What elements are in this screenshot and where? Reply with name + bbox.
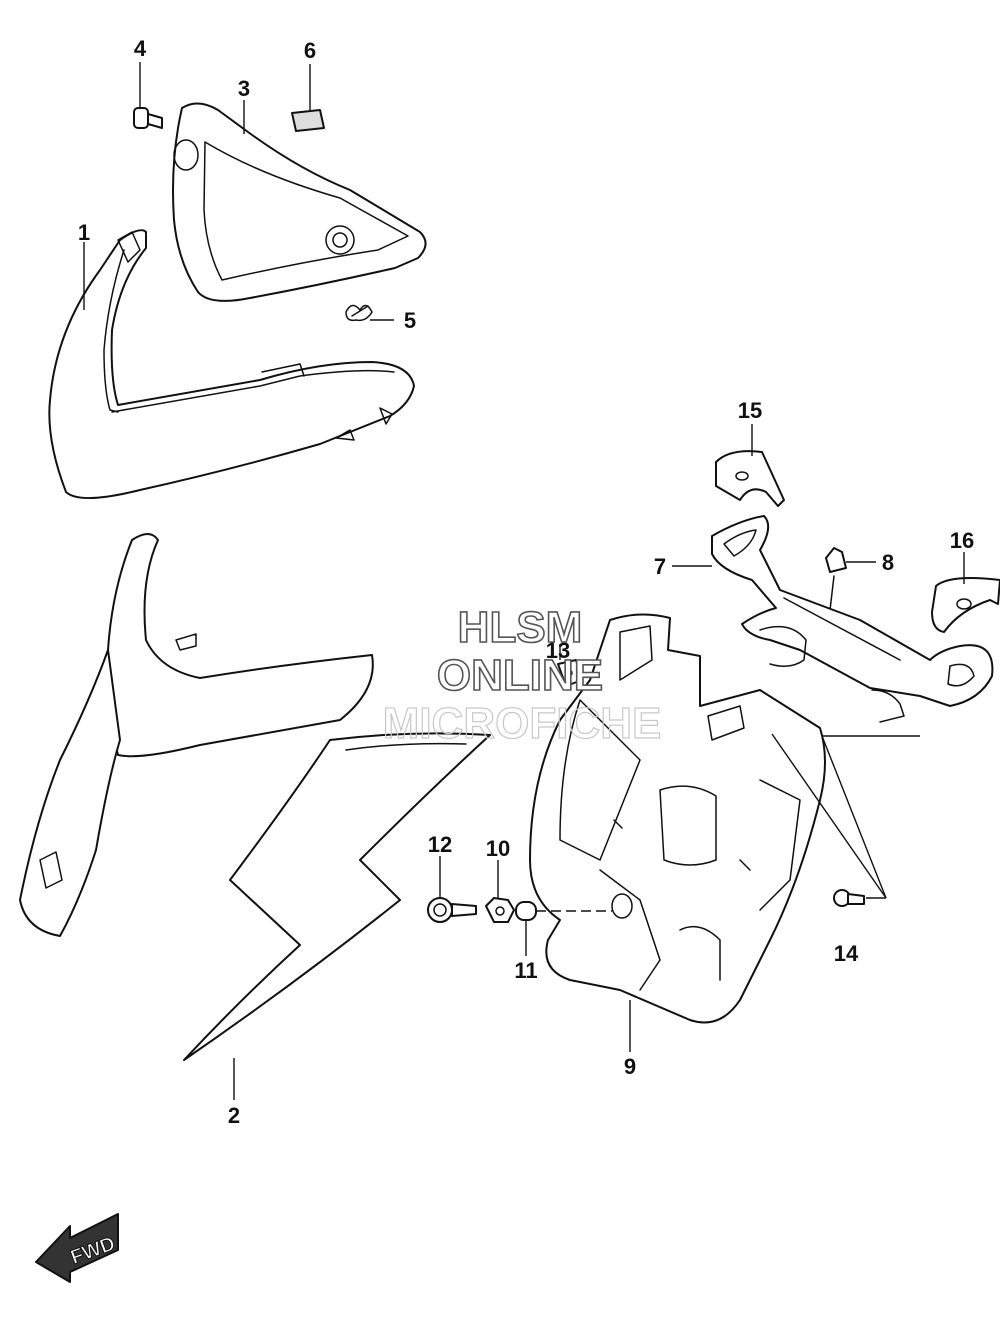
part-1-front-cowl <box>48 229 415 500</box>
part-8-pin <box>825 547 847 611</box>
watermark-line-3: MICROFICHE <box>383 699 662 748</box>
callout-13: 13 <box>546 638 570 663</box>
part-12-bolt <box>427 897 477 923</box>
part-14-screw <box>833 889 865 907</box>
callout-8: 8 <box>882 550 894 575</box>
callout-7: 7 <box>654 554 666 579</box>
callout-labels: 1 2 3 4 5 6 7 8 9 10 11 12 13 14 15 16 <box>78 36 974 1128</box>
callout-3: 3 <box>238 76 250 101</box>
callout-15: 15 <box>738 398 762 423</box>
callout-16: 16 <box>950 528 974 553</box>
callout-4: 4 <box>134 36 147 61</box>
watermark: HLSM ONLINE MICROFICHE <box>382 602 662 748</box>
callout-11: 11 <box>514 958 537 983</box>
part-13-nut <box>557 659 583 687</box>
watermark-line-1: HLSM <box>458 603 583 652</box>
callout-14: 14 <box>834 941 859 966</box>
callout-12: 12 <box>428 832 452 857</box>
callout-1: 1 <box>78 220 90 245</box>
watermark-line-2: ONLINE <box>437 651 603 700</box>
fwd-arrow-icon: FWD <box>35 1213 119 1283</box>
part-6-label <box>291 109 325 132</box>
callout-9: 9 <box>624 1054 636 1079</box>
part-5-clip <box>345 304 373 322</box>
part-7-headlight-bracket <box>711 515 994 723</box>
callout-5: 5 <box>404 308 416 333</box>
part-2-side-fairing <box>19 533 491 1061</box>
part-9-meter-bracket <box>529 613 826 1024</box>
callout-6: 6 <box>304 38 316 63</box>
part-10-grommet <box>485 897 515 923</box>
part-4-screw <box>133 107 163 129</box>
callout-2: 2 <box>228 1103 240 1128</box>
leader-lines <box>83 62 965 1100</box>
part-11-collar <box>515 901 537 921</box>
part-3-inner-cover <box>172 102 427 302</box>
part-15-cover <box>715 450 785 507</box>
callout-10: 10 <box>486 836 510 861</box>
part-16-cover <box>931 577 1000 633</box>
